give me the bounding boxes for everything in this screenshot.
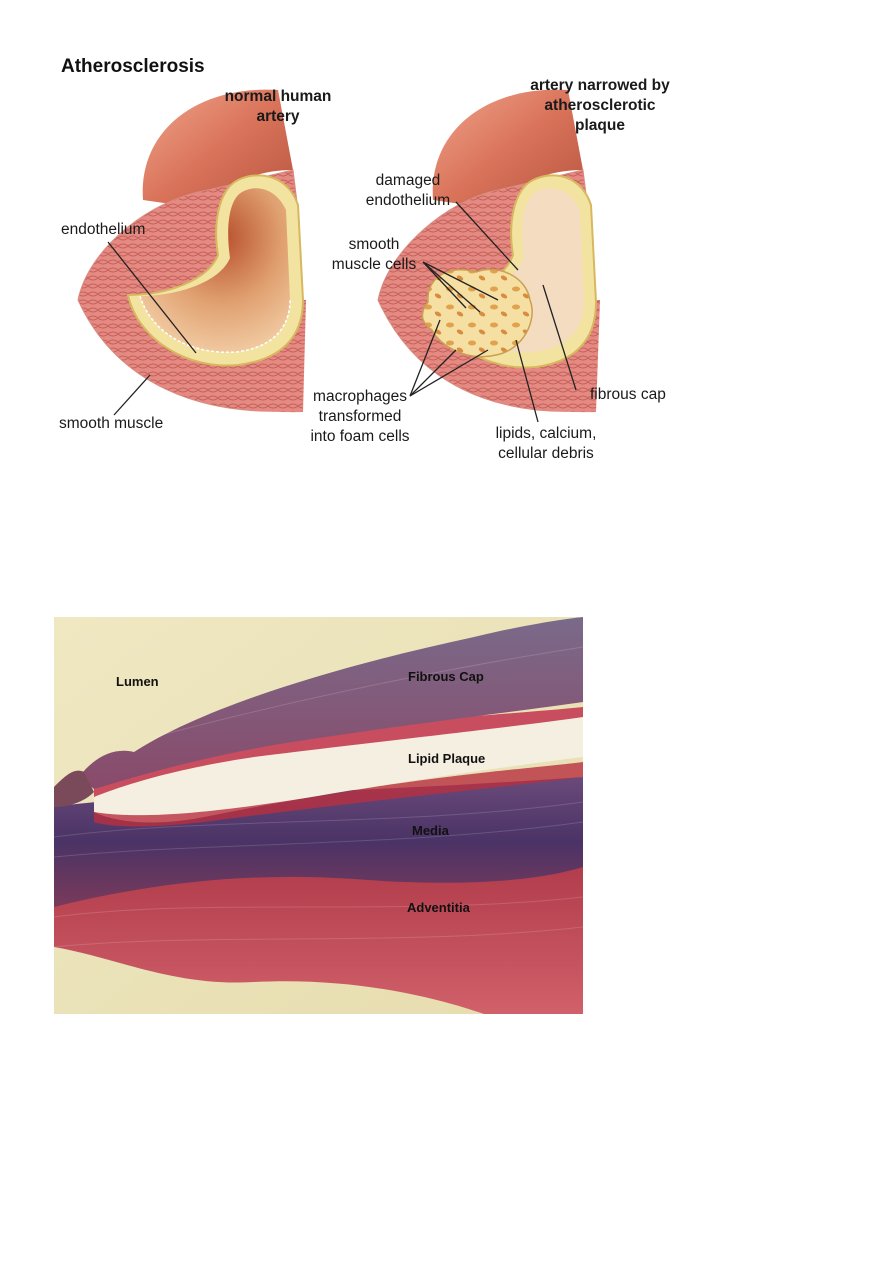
macrophages-label: macrophages transformed into foam cells [310,388,410,445]
media-label: Media [412,823,449,838]
lipids-label: lipids, calcium, cellular debris [495,425,597,462]
lumen-label: Lumen [116,674,159,689]
micrograph-image [54,617,583,1014]
endothelium-label: endothelium [61,221,146,238]
smooth-muscle-label: smooth muscle [59,415,164,432]
atherosclerosis-diagram: Atherosclerosis normal human artery arte… [48,50,688,480]
normal-artery-caption: normal human artery [224,88,332,125]
fibrous-cap-micro-label: Fibrous Cap [408,669,484,684]
leader-lines [107,201,577,423]
narrowed-artery-drawing [377,89,600,413]
histology-micrograph: Lumen Fibrous Cap Lipid Plaque Media Adv… [54,617,583,1014]
adventitia-label: Adventitia [407,900,470,915]
diagram-title: Atherosclerosis [61,56,205,77]
normal-artery-drawing [77,89,306,413]
narrowed-artery-caption: artery narrowed by atherosclerotic plaqu… [530,77,670,134]
fibrous-cap-label: fibrous cap [590,386,666,403]
damaged-endothelium-label: damaged endothelium [365,172,451,209]
lipid-plaque-label: Lipid Plaque [408,751,486,766]
smooth-muscle-cells-label: smooth muscle cells [331,236,417,273]
artery-illustration [77,89,600,423]
